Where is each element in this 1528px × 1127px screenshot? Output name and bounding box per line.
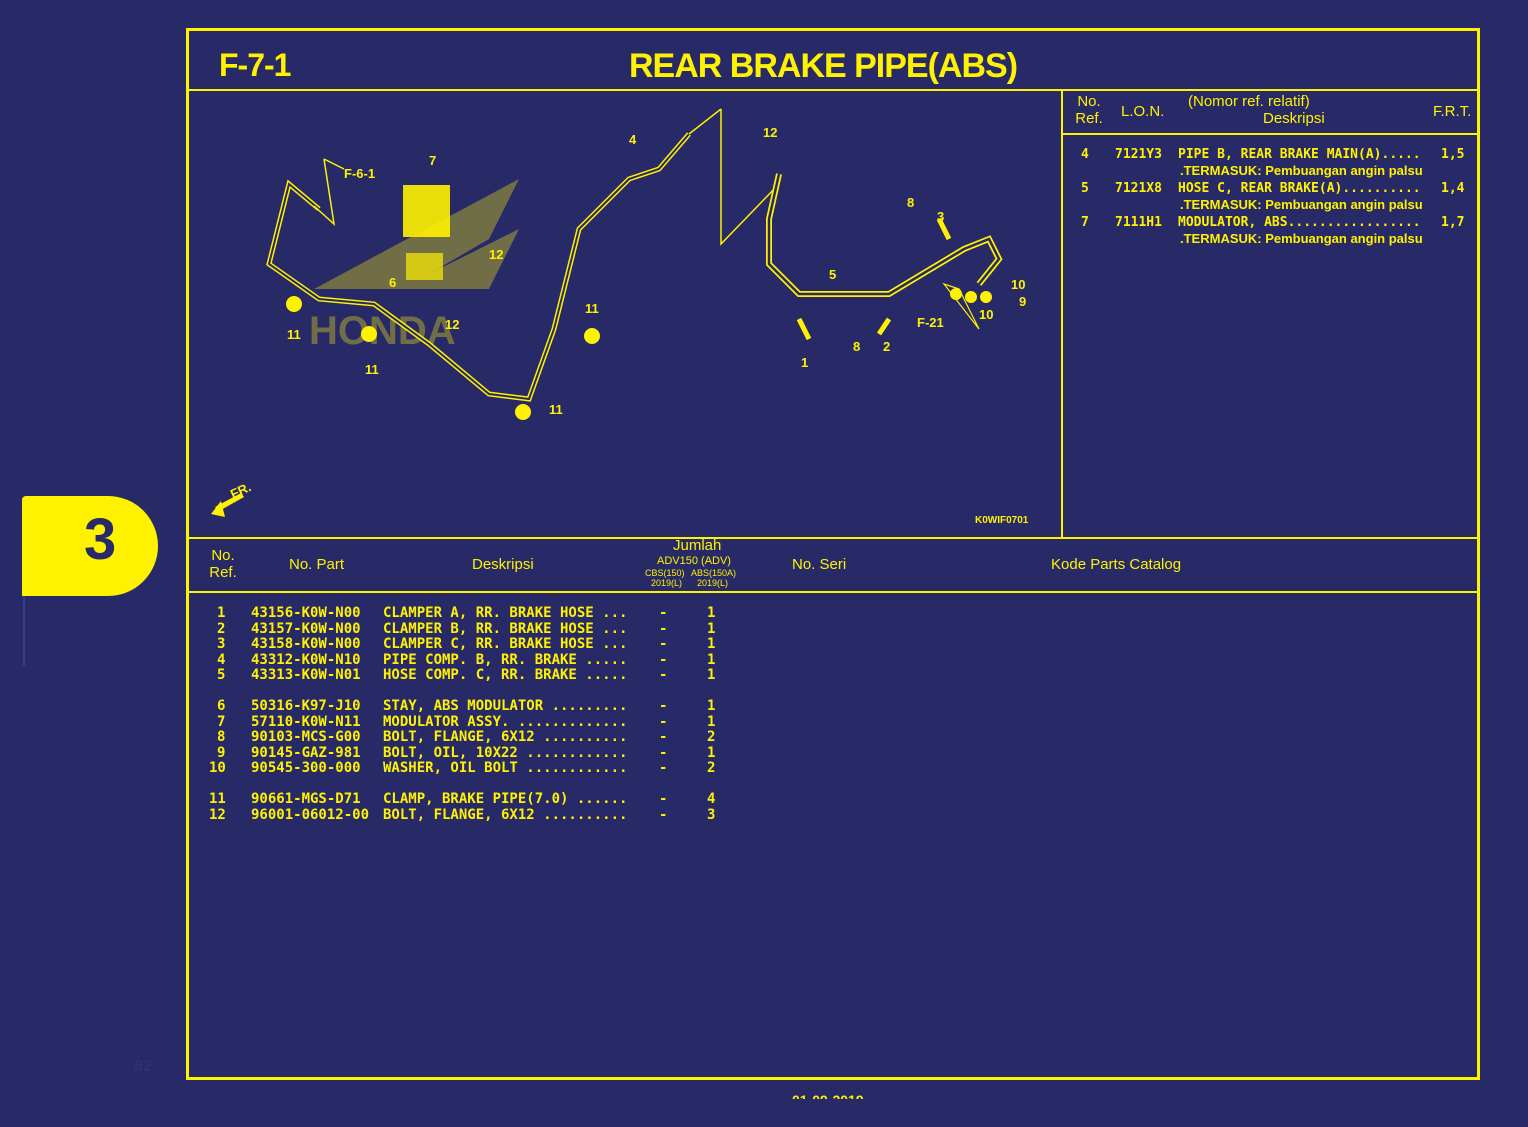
exploded-diagram: HONDA: [189, 89, 1063, 537]
tab-divider: [23, 596, 25, 666]
col-desc: Deskripsi: [1263, 110, 1325, 127]
labor-reference-panel: No.Ref. L.O.N. (Nomor ref. relatif) Desk…: [1063, 89, 1477, 537]
col-year-abs: 2019(L): [697, 578, 729, 588]
svg-text:11: 11: [585, 301, 599, 316]
brake-pipe-diagram: HONDA: [211, 108, 1026, 517]
footer-date: 01-09-2019: [792, 1092, 864, 1099]
svg-text:12: 12: [763, 125, 777, 140]
svg-text:F-6-1: F-6-1: [344, 166, 375, 181]
col-frt: F.R.T.: [1433, 103, 1472, 120]
section-number: 3: [84, 507, 117, 572]
col-no-ref: No.Ref.: [209, 547, 237, 581]
col-no-ref: No.Ref.: [1075, 93, 1103, 127]
ref-table-body: 4 7121Y3 PIPE B, REAR BRAKE MAIN(A).....…: [1063, 147, 1477, 249]
col-desc-top: (Nomor ref. relatif): [1188, 93, 1310, 110]
page-number: 82: [134, 1058, 152, 1075]
svg-text:10: 10: [979, 307, 993, 322]
svg-text:F-21: F-21: [917, 315, 944, 330]
parts-table-header: No.Ref. No. Part Deskripsi Jumlah ADV150…: [189, 537, 1477, 593]
svg-text:8: 8: [853, 339, 860, 354]
diagram-id: K0WIF0701: [975, 515, 1029, 526]
svg-text:6: 6: [389, 275, 396, 290]
catalog-page: F-7-1 REAR BRAKE PIPE(ABS) HONDA: [186, 28, 1480, 1080]
svg-text:12: 12: [445, 317, 459, 332]
svg-text:11: 11: [549, 402, 563, 417]
ref-row: 5 7121X8 HOSE C, REAR BRAKE(A)..........…: [1081, 181, 1465, 212]
svg-text:3: 3: [937, 209, 944, 224]
col-variant-cbs: CBS(150): [645, 568, 685, 578]
col-lon: L.O.N.: [1121, 103, 1165, 120]
col-kode: Kode Parts Catalog: [1051, 556, 1182, 573]
svg-text:1: 1: [801, 355, 808, 370]
svg-text:2: 2: [883, 339, 890, 354]
svg-text:11: 11: [287, 327, 301, 342]
svg-text:7: 7: [429, 153, 436, 168]
col-model: ADV150 (ADV): [657, 555, 731, 567]
col-no-part: No. Part: [289, 556, 345, 573]
svg-text:FR.: FR.: [228, 479, 253, 501]
svg-text:11: 11: [365, 362, 379, 377]
section-tab[interactable]: 3: [22, 496, 158, 596]
page-title: REAR BRAKE PIPE(ABS): [629, 47, 1018, 85]
svg-text:10: 10: [1011, 277, 1025, 292]
col-jumlah: Jumlah: [673, 537, 722, 554]
svg-text:4: 4: [629, 132, 637, 147]
col-deskripsi: Deskripsi: [472, 556, 534, 573]
svg-text:9: 9: [1019, 294, 1026, 309]
svg-text:8: 8: [907, 195, 914, 210]
figure-code: F-7-1: [219, 47, 291, 83]
ref-table-header: No.Ref. L.O.N. (Nomor ref. relatif) Desk…: [1063, 89, 1477, 135]
col-year-cbs: 2019(L): [651, 578, 683, 588]
ref-row: 4 7121Y3 PIPE B, REAR BRAKE MAIN(A).....…: [1081, 147, 1465, 178]
col-variant-abs: ABS(150A): [691, 568, 737, 578]
ref-row: 7 7111H1 MODULATOR, ABS.................…: [1081, 215, 1465, 246]
svg-text:5: 5: [829, 267, 836, 282]
col-no-seri: No. Seri: [792, 556, 847, 573]
svg-text:12: 12: [489, 247, 503, 262]
title-bar: F-7-1 REAR BRAKE PIPE(ABS): [189, 31, 1477, 91]
